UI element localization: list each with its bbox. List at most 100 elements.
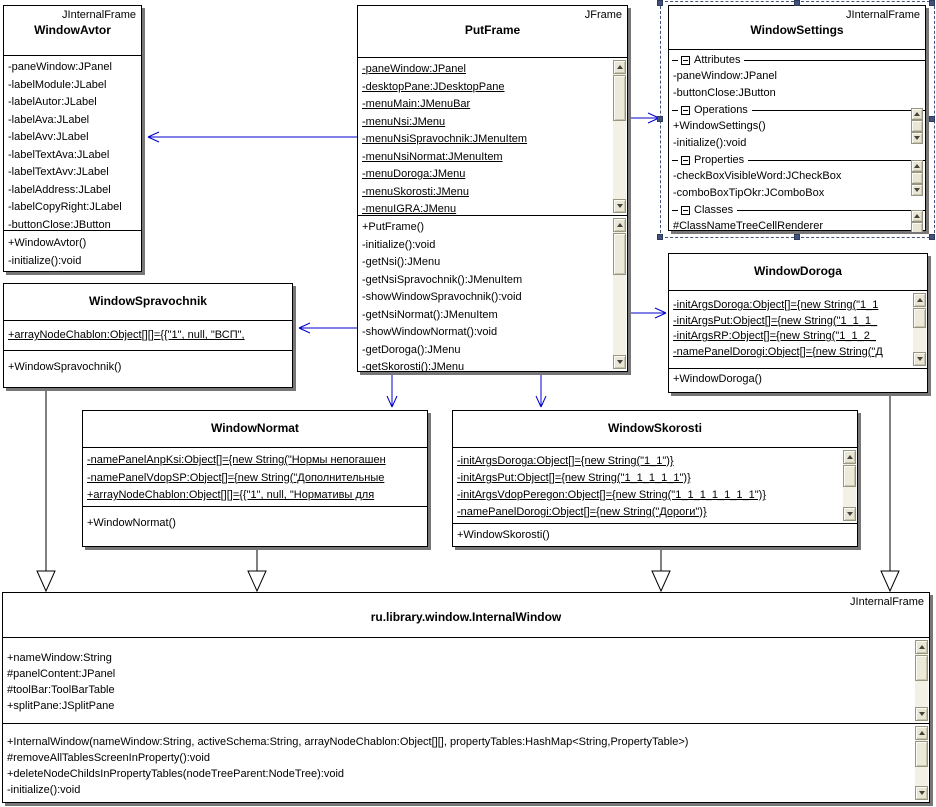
- scroll-down-button[interactable]: [613, 355, 626, 369]
- scroll-up-button[interactable]: [613, 60, 626, 74]
- operations-compartment: +WindowNormat(): [83, 507, 427, 546]
- stereotype-label: JInternalFrame: [62, 9, 136, 21]
- operation: -initialize():void: [8, 254, 82, 267]
- group-label: Properties: [694, 154, 745, 166]
- class-name: PutFrame: [464, 23, 521, 37]
- attribute: +nameWindow:String: [7, 652, 112, 664]
- association-putframe-windowdoroga[interactable]: [631, 307, 667, 319]
- scrollbar-thumb[interactable]: [843, 465, 856, 487]
- property: -comboBoxTipOkr:JComboBox: [673, 187, 825, 199]
- scroll-down-button[interactable]: [911, 184, 923, 196]
- selection-handle[interactable]: [657, 116, 663, 122]
- operation: +InternalWindow(nameWindow:String, activ…: [7, 736, 689, 748]
- class-window-skorosti[interactable]: WindowSkorosti -initArgsDoroga:Object[]=…: [452, 410, 858, 547]
- selection-handle[interactable]: [929, 116, 935, 122]
- class-window-spravochnik[interactable]: WindowSpravochnik +arrayNodeChablon:Obje…: [3, 283, 293, 388]
- scroll-down-button[interactable]: [913, 352, 926, 366]
- scroll-up-button[interactable]: [843, 450, 856, 464]
- generalization-windowskorosti-internalwindow[interactable]: [651, 550, 671, 593]
- collapse-icon[interactable]: [681, 105, 690, 115]
- selection-handle[interactable]: [929, 0, 935, 6]
- arrow-up-icon: [918, 645, 925, 649]
- vertical-scrollbar[interactable]: [913, 293, 926, 366]
- vertical-scrollbar[interactable]: [613, 60, 626, 213]
- selection-handle[interactable]: [657, 0, 663, 6]
- scrollbar-thumb[interactable]: [613, 75, 626, 121]
- attribute: -initArgsPut:Object[]={new String("1_1_1…: [673, 314, 878, 327]
- association-putframe-windowspravochnik[interactable]: [298, 322, 357, 334]
- scrollbar-thumb[interactable]: [915, 655, 928, 681]
- selection-handle[interactable]: [794, 0, 800, 6]
- arrow-up-icon: [616, 223, 623, 227]
- scroll-up-button[interactable]: [915, 640, 928, 654]
- generalization-windownormat-internalwindow[interactable]: [247, 550, 267, 593]
- collapse-icon[interactable]: [681, 55, 690, 65]
- class-window-doroga[interactable]: WindowDoroga -initArgsDoroga:Object[]={n…: [668, 253, 928, 393]
- association-putframe-windowskorosti[interactable]: [535, 375, 547, 408]
- scroll-down-button[interactable]: [613, 199, 626, 213]
- divider: [737, 209, 925, 211]
- attribute: -paneWindow:JPanel: [8, 61, 112, 73]
- operations-compartment: +PutFrame() -initialize():void -getNsi()…: [358, 216, 627, 371]
- scrollbar-thumb[interactable]: [911, 222, 923, 232]
- operation: +PutFrame(): [362, 221, 425, 233]
- vertical-scrollbar[interactable]: [613, 218, 626, 369]
- scroll-up-button[interactable]: [911, 160, 923, 172]
- collapse-icon[interactable]: [681, 205, 690, 215]
- vertical-scrollbar[interactable]: [915, 726, 928, 800]
- scroll-up-button[interactable]: [613, 218, 626, 232]
- mini-scrollbar[interactable]: [911, 160, 923, 196]
- attribute: -desktopPane:JDesktopPane: [362, 80, 505, 93]
- group-label: Classes: [694, 204, 734, 216]
- generalization-windowdoroga-internalwindow[interactable]: [880, 396, 900, 593]
- class-name: ru.library.window.InternalWindow: [370, 610, 562, 624]
- class-window-avtor[interactable]: JInternalFrame WindowAvtor -paneWindow:J…: [3, 5, 142, 272]
- selection-handle[interactable]: [794, 234, 800, 240]
- association-putframe-windowsettings[interactable]: [631, 112, 660, 124]
- class-header: WindowSkorosti: [453, 411, 857, 448]
- vertical-scrollbar[interactable]: [843, 450, 856, 521]
- scrollbar-thumb[interactable]: [911, 120, 923, 132]
- scroll-down-button[interactable]: [915, 786, 928, 800]
- attribute: -labelCopyRight:JLabel: [8, 201, 122, 213]
- operation: #removeAllTablesScreenInProperty():void: [7, 752, 210, 764]
- class-putframe[interactable]: JFrame PutFrame -paneWindow:JPanel -desk…: [357, 5, 628, 372]
- scroll-down-button[interactable]: [843, 507, 856, 521]
- association-putframe-windownormat[interactable]: [386, 375, 398, 408]
- scroll-down-button[interactable]: [915, 707, 928, 721]
- attribute: +arrayNodeChablon:Object[][]={{"1", null…: [8, 329, 245, 341]
- operations-compartment: +WindowSkorosti(): [453, 524, 857, 547]
- scroll-up-button[interactable]: [911, 108, 923, 120]
- generalization-windowspravochnik-internalwindow[interactable]: [36, 391, 56, 593]
- class-name: WindowNormat: [211, 421, 299, 435]
- operations-compartment: +WindowDoroga(): [669, 369, 927, 392]
- attributes-compartment: +nameWindow:String #panelContent:JPanel …: [3, 638, 929, 724]
- selection-handle[interactable]: [929, 234, 935, 240]
- operation: -getNsiNormat():JMenuItem: [362, 308, 498, 321]
- collapse-icon[interactable]: [681, 155, 690, 165]
- arrow-down-icon: [846, 512, 853, 516]
- scroll-up-button[interactable]: [911, 210, 923, 222]
- arrow-up-icon: [916, 298, 923, 302]
- class-window-normat[interactable]: WindowNormat -namePanelAnpKsi:Object[]={…: [82, 410, 428, 547]
- class-header: JInternalFrame WindowSettings: [669, 6, 925, 50]
- attribute: -menuIGRA:JMenu: [362, 203, 457, 215]
- class-window-settings[interactable]: JInternalFrame WindowSettings Attributes…: [668, 5, 926, 232]
- scroll-up-button[interactable]: [913, 293, 926, 307]
- scroll-up-button[interactable]: [915, 726, 928, 740]
- attribute: -namePanelDorogi:Object[]={new String("Д…: [457, 506, 707, 518]
- vertical-scrollbar[interactable]: [915, 640, 928, 721]
- group-header-operations: Operations: [669, 102, 925, 118]
- association-putframe-windowavtor[interactable]: [147, 131, 357, 143]
- selection-handle[interactable]: [657, 234, 663, 240]
- scroll-down-button[interactable]: [911, 132, 923, 144]
- attribute: -menuNsi:JMenu: [362, 115, 446, 128]
- operation: -initialize():void: [362, 238, 436, 251]
- scrollbar-thumb[interactable]: [911, 172, 923, 184]
- scrollbar-thumb[interactable]: [915, 741, 928, 767]
- scrollbar-thumb[interactable]: [613, 233, 626, 275]
- class-internal-window[interactable]: JInternalFrame ru.library.window.Interna…: [2, 592, 930, 803]
- mini-scrollbar[interactable]: [911, 108, 923, 144]
- scrollbar-thumb[interactable]: [913, 308, 926, 328]
- mini-scrollbar[interactable]: [911, 210, 923, 232]
